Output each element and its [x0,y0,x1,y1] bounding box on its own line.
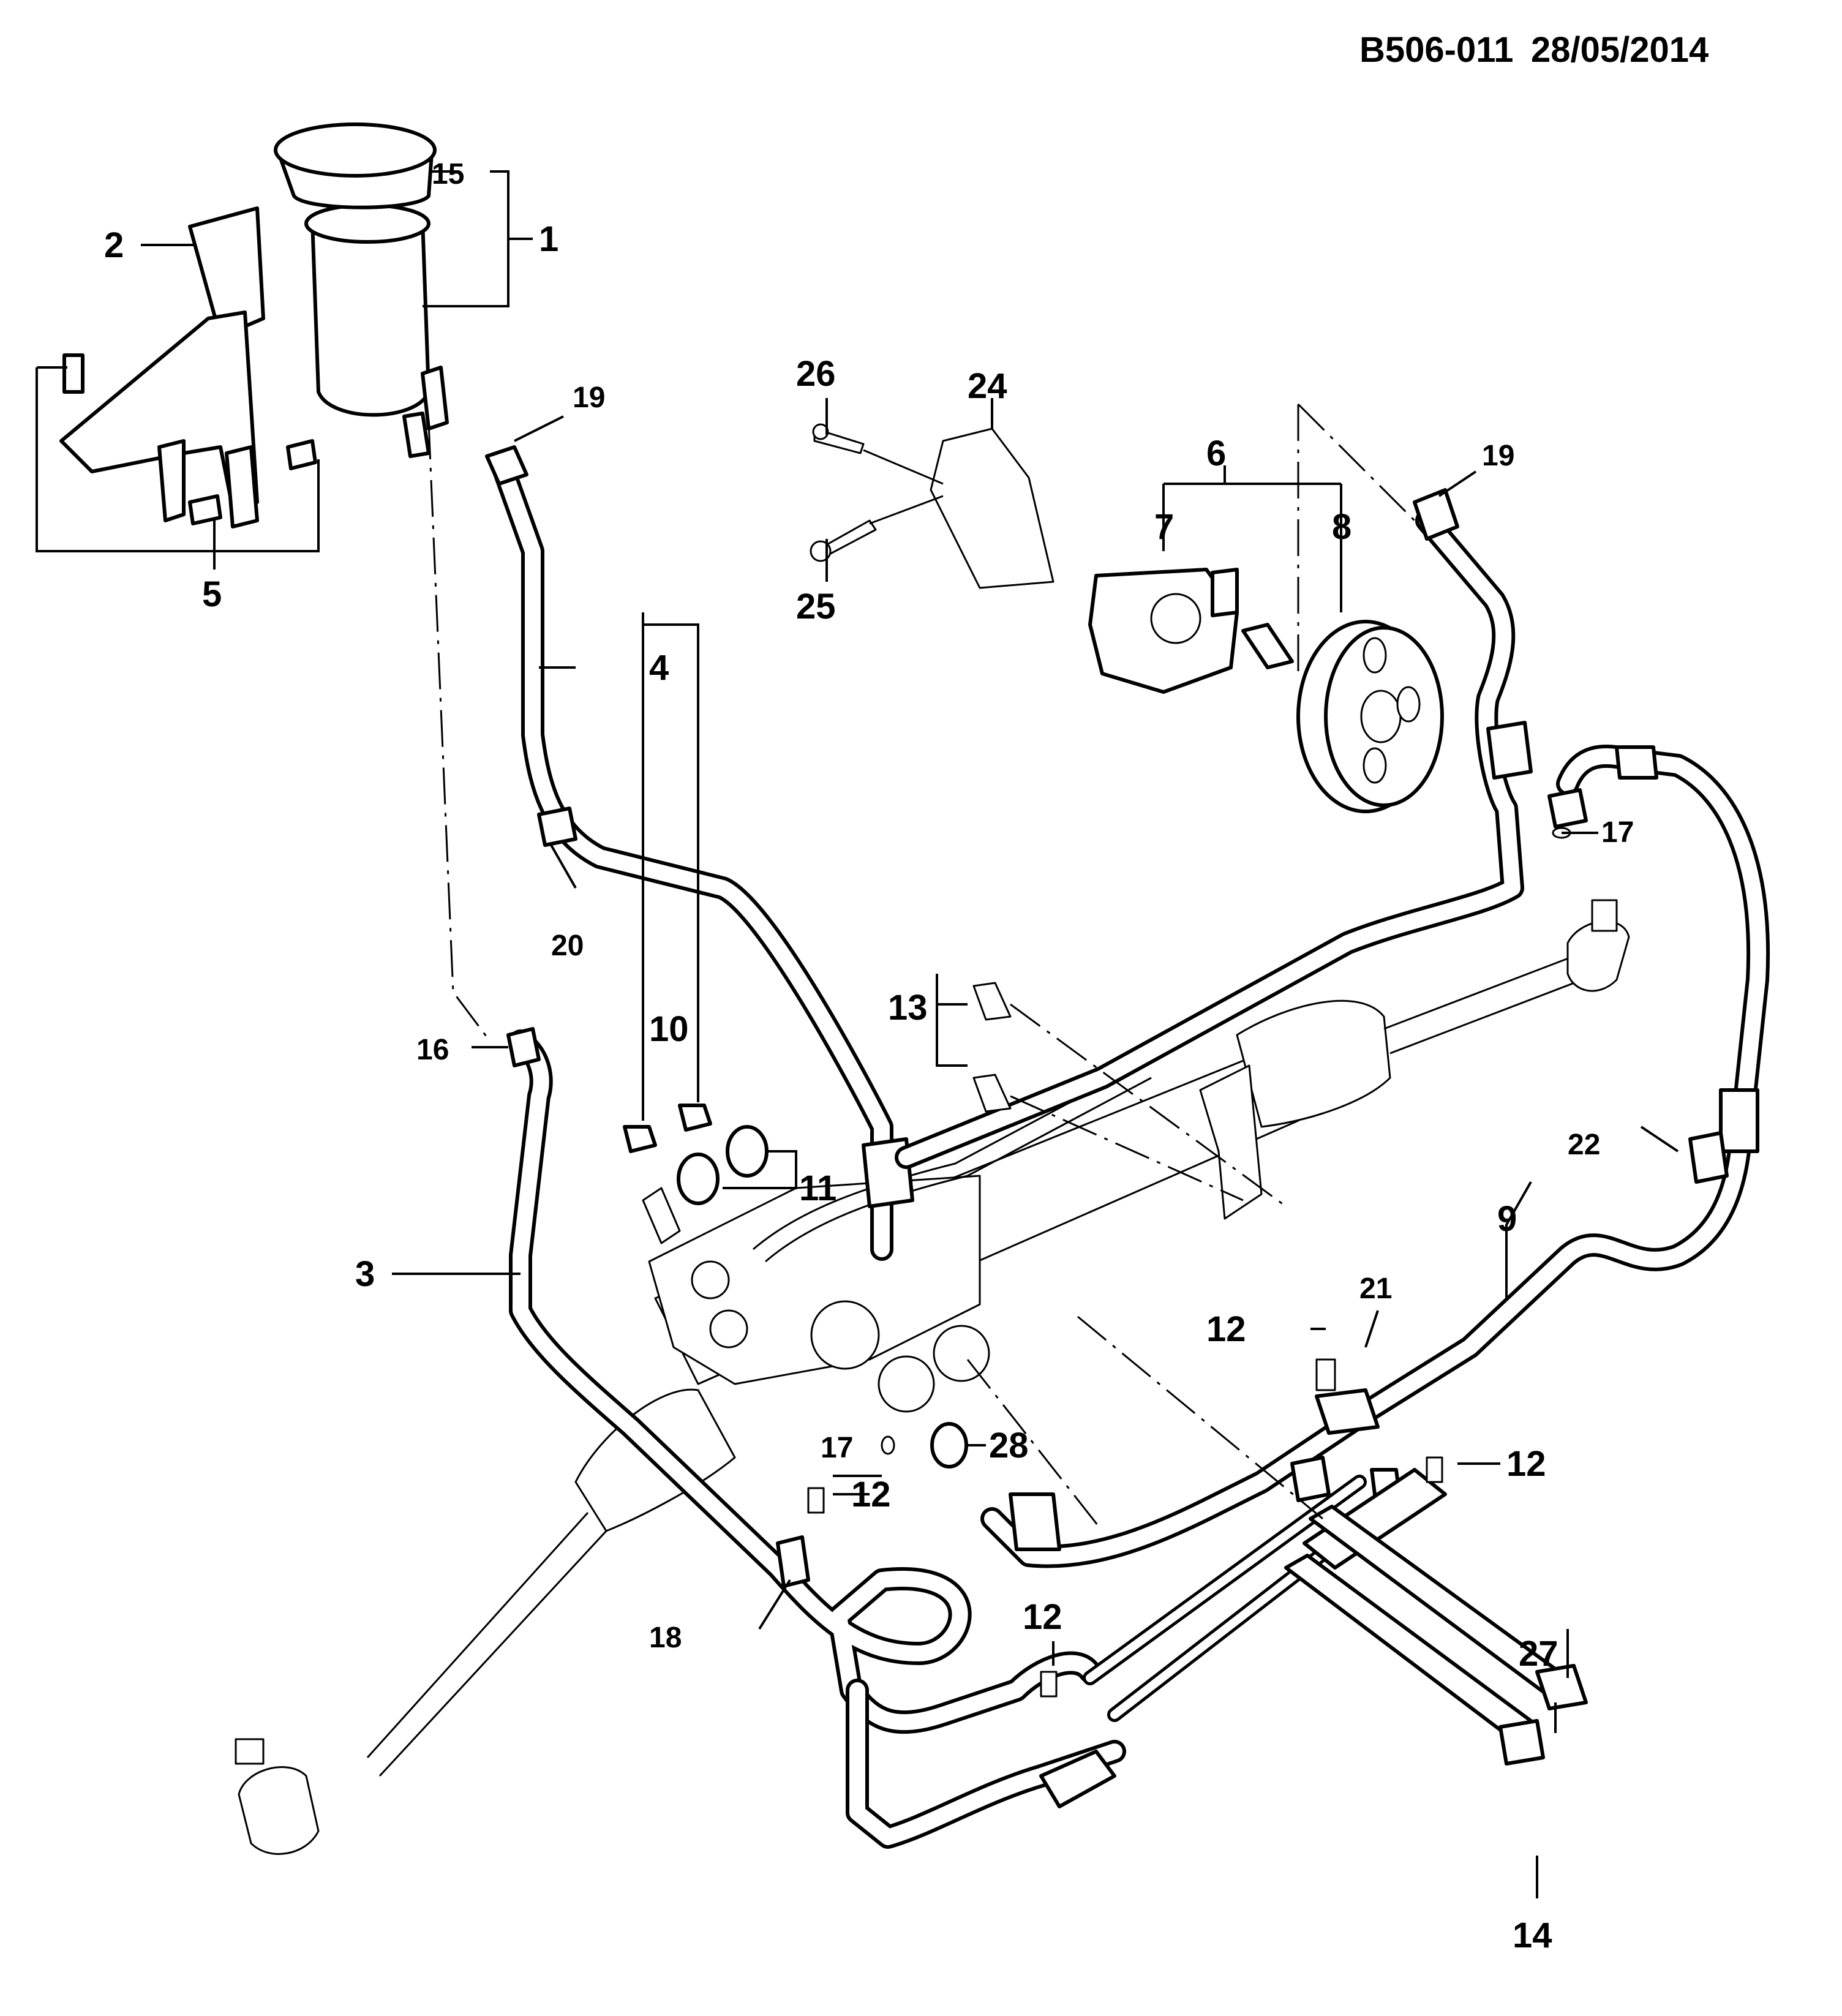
callout-12c: 12 [851,1475,891,1514]
long-bolts [1284,1505,1588,1766]
callout-4: 4 [649,648,669,688]
pump-bracket [810,423,1054,589]
callout-3: 3 [355,1254,375,1294]
callout-1: 1 [539,219,558,259]
callout-14: 14 [1513,1916,1552,1955]
bolt-13a [972,982,1012,1021]
washer-11a [677,1153,720,1205]
power-steering-pump [1088,568,1294,694]
callout-2: 2 [104,225,124,265]
bolt-12c [807,1487,825,1514]
callout-5: 5 [202,574,222,614]
callout-19a: 19 [573,382,605,414]
callout-27: 27 [1519,1634,1558,1674]
hose-4 [485,445,914,1261]
callout-12a: 12 [1206,1309,1246,1349]
hose-3 [506,1027,1126,1849]
washer-11b [726,1125,769,1178]
hose-9 [980,744,1770,1568]
clamp-22 [1688,1131,1729,1184]
callout-16: 16 [416,1034,449,1066]
callout-21: 21 [1359,1273,1392,1305]
pump-pulley [1296,620,1444,813]
callout-labels: 1 2 3 4 5 6 7 8 9 10 11 12 12 12 12 13 1… [104,158,1634,1955]
reservoir-bracket [59,206,265,528]
callout-19b: 19 [1482,440,1514,472]
callout-28: 28 [989,1426,1029,1465]
callout-18: 18 [649,1622,682,1654]
o-ring-17a [881,1435,895,1455]
callout-24: 24 [968,366,1007,406]
callout-10: 10 [649,1009,689,1049]
leader-lines [36,170,1679,1898]
callout-22: 22 [1568,1129,1600,1161]
callout-6: 6 [1206,434,1226,473]
callout-17b: 17 [1601,816,1634,849]
bolt-12b [1426,1456,1443,1483]
callout-12b: 12 [1506,1444,1546,1484]
callout-8: 8 [1332,507,1351,547]
reservoir [274,122,449,458]
diagram-code: B506-011 [1359,30,1514,70]
small-hardware [623,827,1729,1698]
bolt-13b [972,1074,1012,1113]
callout-7: 7 [1154,507,1174,547]
diagram-date: 28/05/2014 [1531,30,1709,70]
bolt-12a [1315,1358,1336,1391]
bolt-set-5 [62,353,317,525]
callout-26: 26 [796,354,836,394]
callout-15: 15 [432,158,464,190]
callout-9: 9 [1497,1199,1517,1239]
alignment-lines [427,403,1422,1532]
callout-25: 25 [796,587,836,626]
nut-10a [623,1125,657,1153]
nut-10b [678,1104,712,1132]
callout-20: 20 [551,930,584,962]
pressure-line [895,488,1533,1169]
callout-12d: 12 [1023,1597,1062,1637]
callout-17a: 17 [821,1432,853,1464]
washer-28 [930,1422,968,1469]
callout-13: 13 [888,988,928,1028]
bolt-12d [1040,1671,1058,1698]
clamp-18 [776,1535,810,1588]
callout-11: 11 [799,1168,836,1208]
clamp-21 [1315,1388,1380,1435]
